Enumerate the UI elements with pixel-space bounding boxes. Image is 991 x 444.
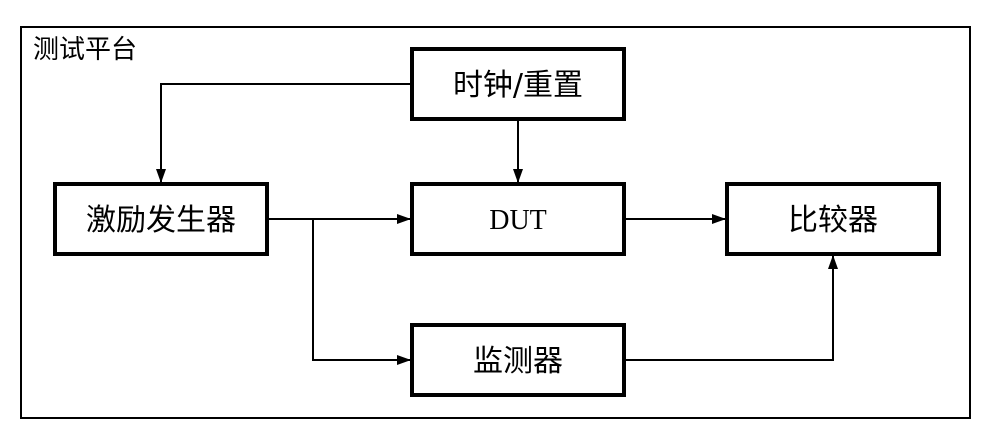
monitor-block: 监测器	[410, 323, 626, 397]
stimulus-generator-block: 激励发生器	[53, 182, 269, 256]
testbench-frame	[20, 26, 971, 419]
stimulus-to-monitor-arrow	[312, 219, 411, 365]
monitor-label: 监测器	[473, 344, 563, 379]
dut-block: DUT	[410, 182, 626, 256]
clock-to-stimulus-arrow	[156, 83, 412, 183]
clock-reset-label: 时钟/重置	[453, 68, 583, 103]
frame-title: 测试平台	[33, 35, 137, 65]
stimulus-generator-label: 激励发生器	[86, 203, 236, 238]
dut-label: DUT	[489, 205, 547, 236]
comparator-block: 比较器	[725, 182, 941, 256]
clock-reset-block: 时钟/重置	[410, 47, 626, 121]
comparator-label: 比较器	[788, 203, 878, 238]
monitor-to-comparator-arrow	[626, 255, 838, 361]
